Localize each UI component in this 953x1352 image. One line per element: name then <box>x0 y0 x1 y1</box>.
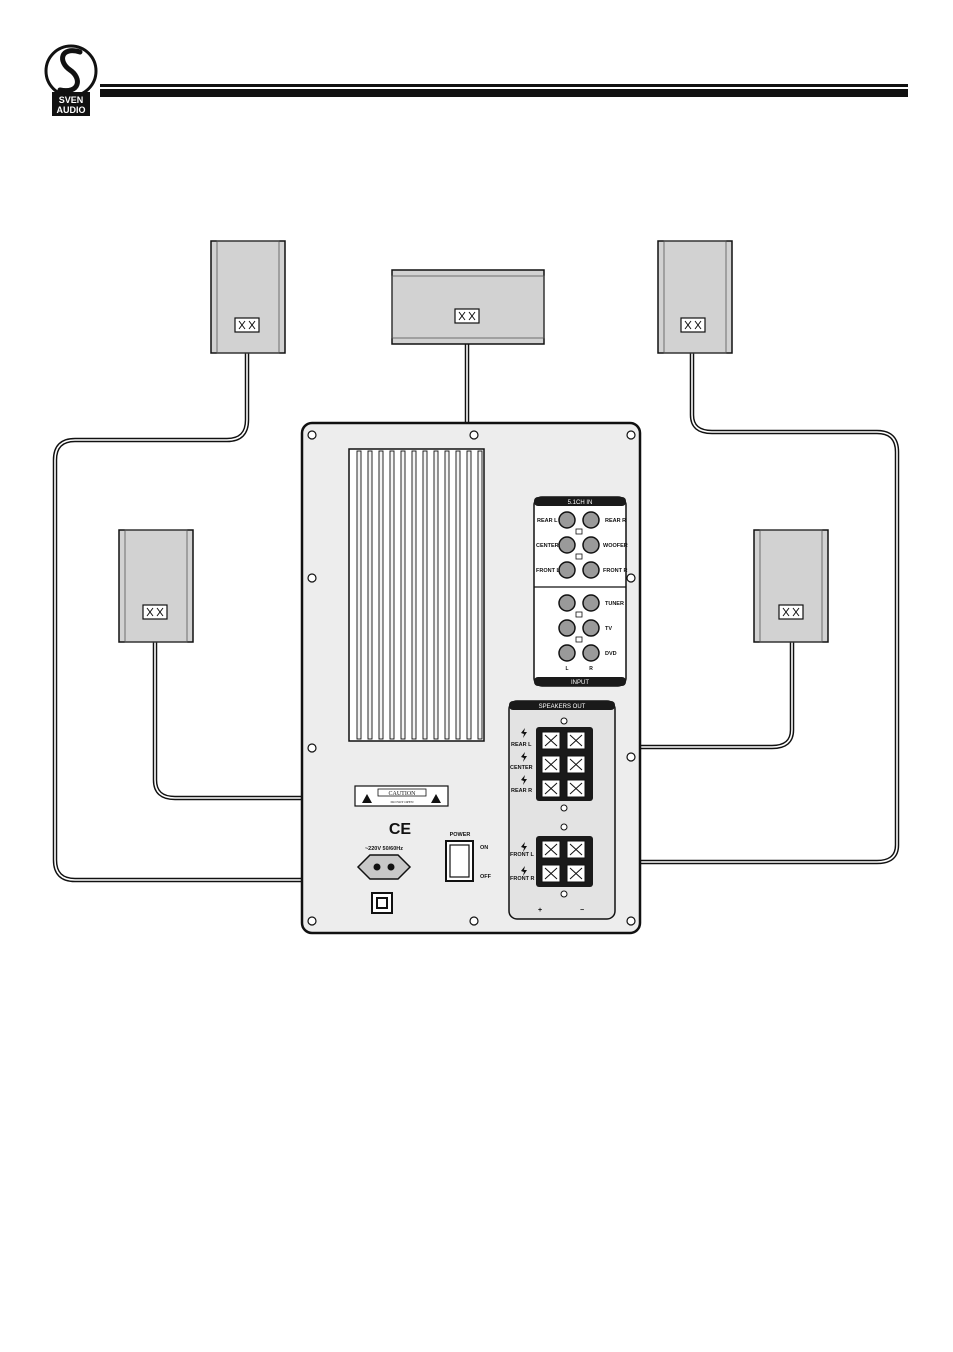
logo-text-audio: AUDIO <box>57 105 86 115</box>
label-dvd: DVD <box>605 651 617 657</box>
speaker-terminal-icon <box>235 318 259 332</box>
brand-logo: SVEN AUDIO <box>46 46 96 116</box>
input-panel: 5.1CH IN INPUT REAR L REAR R CENTER WOOF… <box>534 497 628 686</box>
heat-sink-fin <box>467 451 471 739</box>
caution-subtext: DO NOT OPEN <box>390 800 414 804</box>
label-in-center: CENTER <box>536 543 559 549</box>
speakers-out-panel: SPEAKERS OUT <box>509 701 615 919</box>
speaker-front-left <box>658 241 732 353</box>
power-off-label: OFF <box>480 874 492 880</box>
heat-sink-fin <box>456 451 460 739</box>
mains-socket: ~220V 50/60Hz <box>358 846 410 879</box>
heat-sink-fin <box>434 451 438 739</box>
label-in-rear-r: REAR R <box>605 518 626 524</box>
speaker-rear-right <box>119 530 193 642</box>
heat-sink-fin <box>423 451 427 739</box>
header-rule <box>100 84 908 97</box>
speaker-center <box>392 270 544 344</box>
power-label: POWER <box>450 832 471 838</box>
heat-sink-fin <box>390 451 394 739</box>
label-channel-l: L <box>565 666 568 672</box>
heat-sink-fin <box>379 451 383 739</box>
logo-text-sven: SVEN <box>59 95 84 105</box>
heat-sink-fin <box>478 451 482 739</box>
heat-sink-fin <box>368 451 372 739</box>
label-tv: TV <box>605 626 612 632</box>
label-polarity-minus: − <box>580 907 584 914</box>
label-out-rear-l: REAR L <box>511 742 532 748</box>
caution-label: CAUTION DO NOT OPEN <box>355 786 448 806</box>
ce-mark: CE <box>389 821 412 838</box>
speaker-terminal-icon <box>143 605 167 619</box>
heat-sink-fin <box>445 451 449 739</box>
speaker-front-right <box>211 241 285 353</box>
label-channel-r: R <box>589 666 593 672</box>
speaker-terminal-icon <box>681 318 705 332</box>
power-on-label: ON <box>480 845 488 851</box>
label-tuner: TUNER <box>605 601 624 607</box>
terminal-block-front <box>536 836 593 887</box>
caution-text: CAUTION <box>389 791 417 797</box>
input-footer: INPUT <box>571 680 589 686</box>
heat-sink-fin <box>412 451 416 739</box>
speakers-out-header: SPEAKERS OUT <box>539 704 586 710</box>
label-out-front-r: FRONT R <box>510 876 534 882</box>
label-out-rear-r: REAR R <box>511 788 532 794</box>
mains-voltage-label: ~220V 50/60Hz <box>365 846 403 852</box>
heat-sink-fin <box>357 451 361 739</box>
label-in-front-l: FRONT L <box>536 568 560 574</box>
speaker-terminal-icon <box>455 309 479 323</box>
speaker-rear-left <box>754 530 828 642</box>
label-in-rear-l: REAR L <box>537 518 558 524</box>
terminal-block-rear <box>536 727 593 801</box>
label-out-center: CENTER <box>510 765 533 771</box>
subwoofer-back-panel: 5.1CH IN INPUT REAR L REAR R CENTER WOOF… <box>302 423 640 933</box>
input-51-header: 5.1CH IN <box>568 500 593 506</box>
heat-sink-fin <box>401 451 405 739</box>
speaker-terminal-icon <box>779 605 803 619</box>
label-in-front-r: FRONT R <box>603 568 627 574</box>
label-in-woofer: WOOFER <box>603 543 628 549</box>
heat-sink <box>349 449 484 741</box>
label-out-front-l: FRONT L <box>510 852 534 858</box>
double-insulation-icon <box>372 893 392 913</box>
label-polarity-plus: + <box>538 907 542 914</box>
